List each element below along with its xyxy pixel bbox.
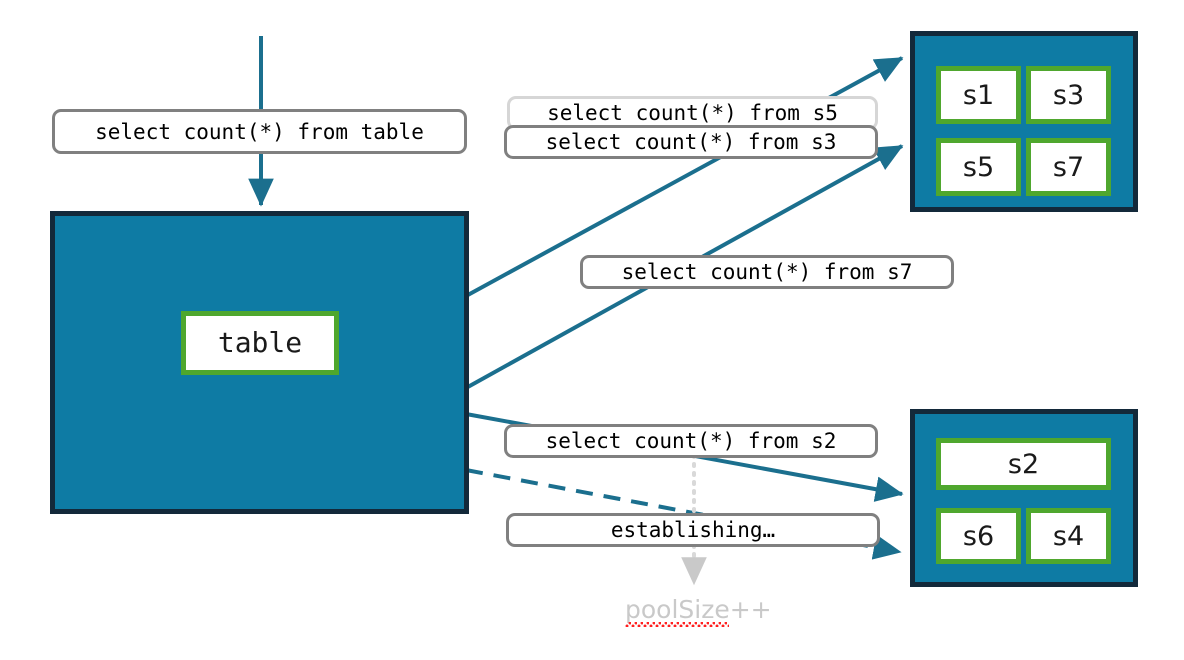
node-s6[interactable]: s6: [936, 508, 1021, 564]
node-s1-label: s1: [962, 79, 995, 111]
node-s5[interactable]: s5: [936, 138, 1021, 196]
status-establishing[interactable]: establishing…: [506, 513, 880, 547]
node-s2-label: s2: [1007, 448, 1040, 480]
spellcheck-squiggle: [625, 622, 729, 627]
query-label-s2[interactable]: select count(*) from s2: [504, 424, 878, 458]
node-s3[interactable]: s3: [1026, 66, 1111, 124]
node-s7-label: s7: [1052, 151, 1085, 183]
query-label-s2-text: select count(*) from s2: [545, 429, 837, 453]
node-s3-label: s3: [1052, 79, 1085, 111]
query-label-s3[interactable]: select count(*) from s3: [504, 125, 878, 159]
status-poolsize-text: poolSize++: [625, 595, 772, 624]
node-table[interactable]: table: [181, 311, 339, 375]
query-label-s7[interactable]: select count(*) from s7: [580, 255, 954, 289]
node-s2[interactable]: s2: [936, 438, 1111, 490]
status-establishing-text: establishing…: [610, 518, 776, 542]
query-label-entry-text: select count(*) from table: [95, 119, 424, 144]
status-poolsize: poolSize++: [625, 595, 772, 624]
node-s5-label: s5: [962, 151, 995, 183]
node-s7[interactable]: s7: [1026, 138, 1111, 196]
query-label-s5-text: select count(*) from s5: [547, 101, 838, 125]
query-label-entry[interactable]: select count(*) from table: [52, 109, 467, 154]
node-s4-label: s4: [1052, 520, 1085, 552]
node-table-label: table: [217, 326, 303, 359]
node-s6-label: s6: [962, 520, 995, 552]
node-s4[interactable]: s4: [1026, 508, 1111, 564]
node-s1[interactable]: s1: [936, 66, 1021, 124]
query-label-s5[interactable]: select count(*) from s5: [507, 96, 878, 130]
query-label-s3-text: select count(*) from s3: [545, 130, 837, 154]
query-label-s7-text: select count(*) from s7: [621, 260, 913, 284]
